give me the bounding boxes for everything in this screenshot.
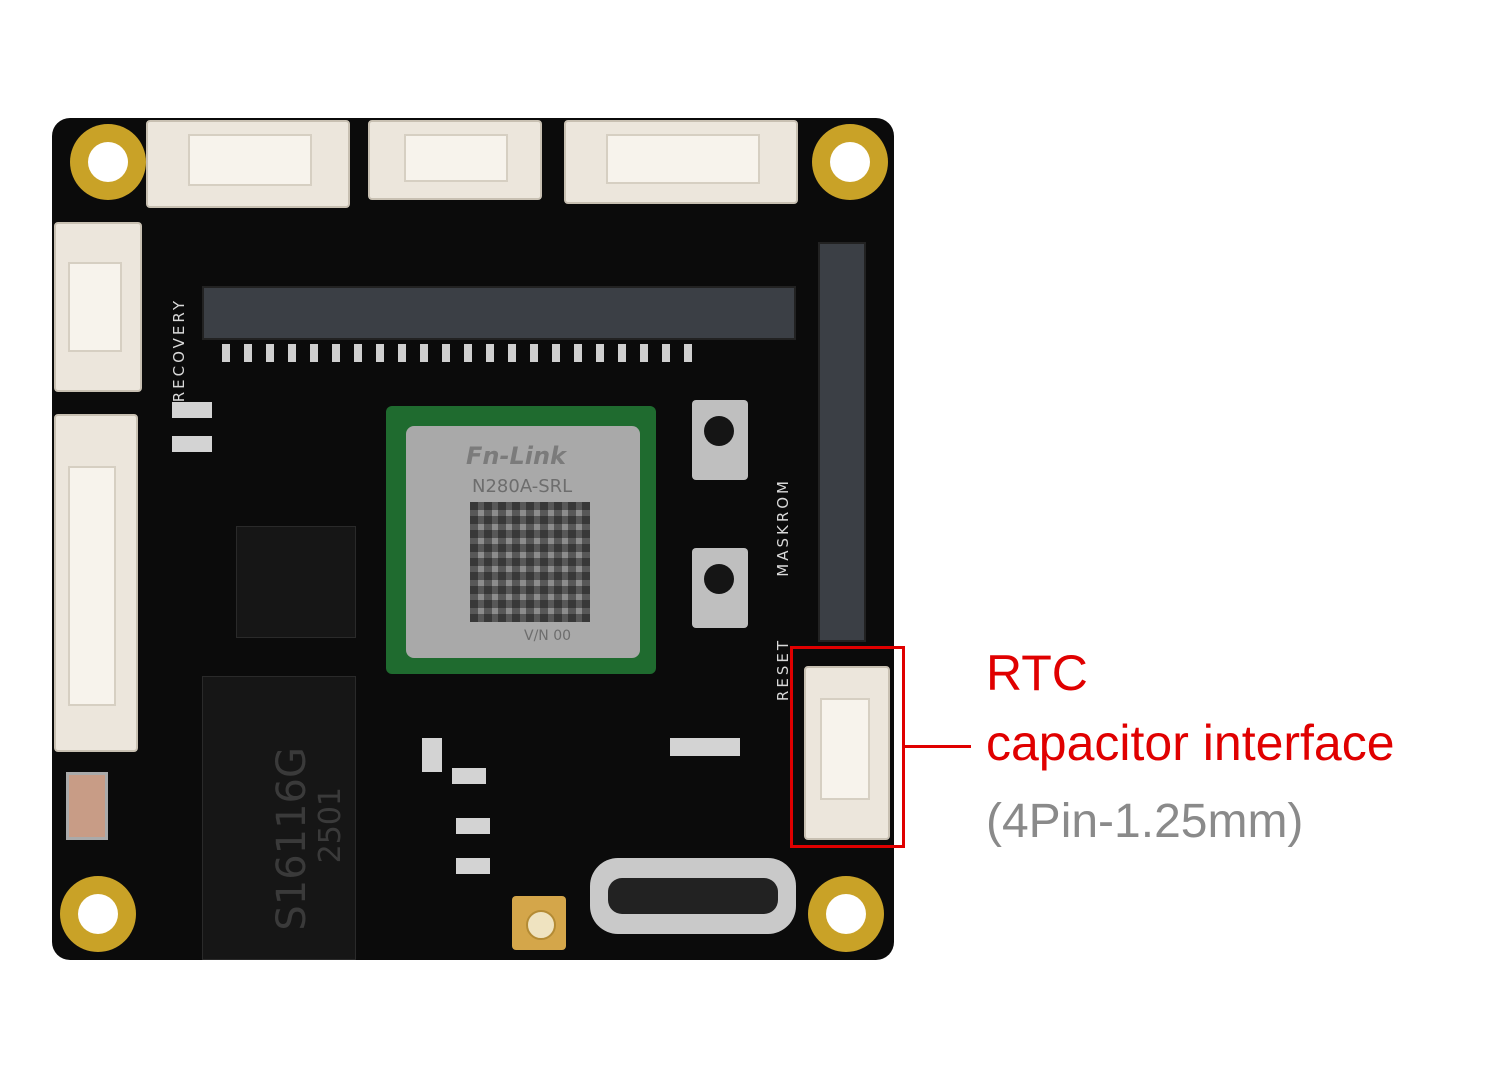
chip-marking-main: S16116G bbox=[269, 747, 315, 931]
top-connector-1 bbox=[146, 120, 350, 208]
smd-component bbox=[456, 858, 490, 874]
annotation-description: capacitor interface bbox=[986, 715, 1395, 771]
top-connector-2 bbox=[368, 120, 542, 200]
maskrom-label: MASKROM bbox=[774, 478, 792, 577]
smd-component bbox=[422, 738, 442, 772]
mounting-hole-top-left bbox=[70, 124, 146, 200]
usb-c-port bbox=[590, 858, 796, 934]
smd-component bbox=[456, 818, 490, 834]
module-model-text: N280A-SRL bbox=[472, 476, 573, 497]
smd-component bbox=[670, 738, 740, 756]
reset-button bbox=[692, 548, 748, 628]
fpc-pins-horizontal bbox=[222, 344, 692, 362]
annotation-title: RTC bbox=[986, 645, 1088, 701]
network-transformer-chip: S16116G 2501 bbox=[202, 676, 356, 960]
module-brand-text: Fn-Link bbox=[466, 442, 567, 470]
smd-component bbox=[172, 402, 212, 418]
wifi-module-shield: Fn-Link N280A-SRL V/N 00 bbox=[406, 426, 640, 658]
annotation-spec: (4Pin-1.25mm) bbox=[986, 795, 1304, 848]
left-connector-small bbox=[54, 222, 142, 392]
rtc-connector bbox=[804, 666, 890, 840]
left-connector-large bbox=[54, 414, 138, 752]
qr-code bbox=[470, 502, 590, 622]
top-connector-3 bbox=[564, 120, 798, 204]
smd-component bbox=[172, 436, 212, 452]
soic-chip bbox=[236, 526, 356, 638]
mounting-hole-bottom-left bbox=[60, 876, 136, 952]
module-version-text: V/N 00 bbox=[524, 628, 572, 644]
smd-component bbox=[66, 772, 108, 840]
chip-marking-date: 2501 bbox=[313, 787, 348, 864]
circuit-board: RECOVERY RESET MASKROM Fn-Link N280A-SRL… bbox=[52, 118, 894, 960]
fpc-connector-vertical bbox=[818, 242, 866, 642]
rtc-leader-line bbox=[905, 745, 971, 748]
rtc-highlight-box bbox=[790, 646, 905, 848]
recovery-label: RECOVERY bbox=[170, 298, 188, 403]
fpc-connector-horizontal bbox=[202, 286, 796, 340]
mounting-hole-top-right bbox=[812, 124, 888, 200]
mounting-hole-bottom-right bbox=[808, 876, 884, 952]
maskrom-button bbox=[692, 400, 748, 480]
antenna-connector bbox=[512, 896, 566, 950]
smd-component bbox=[452, 768, 486, 784]
